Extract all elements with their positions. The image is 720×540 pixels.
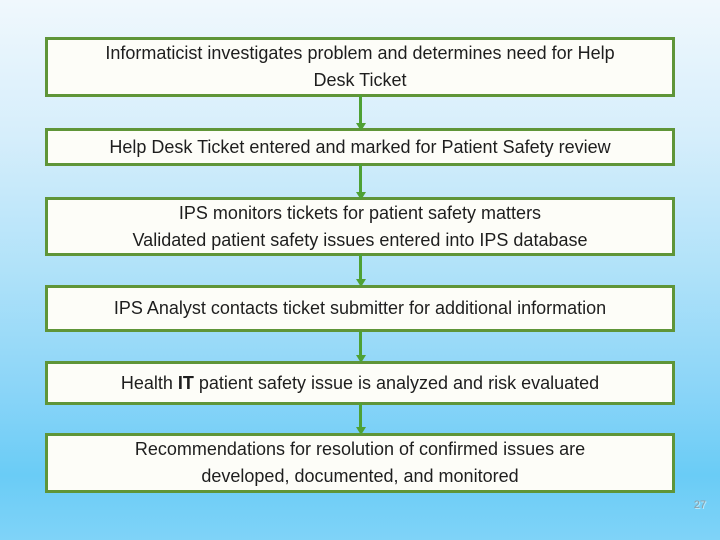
flow-step-help-desk-ticket-entered: Help Desk Ticket entered and marked for …	[45, 128, 675, 166]
flow-step-text-line: Health IT patient safety issue is analyz…	[121, 370, 599, 397]
down-arrow-4	[355, 331, 366, 363]
flow-step-informaticist-investigates: Informaticist investigates problem and d…	[45, 37, 675, 97]
arrow-head-icon	[355, 192, 366, 200]
flow-step-text-segment-bold: IT	[177, 372, 194, 393]
flow-step-text-line: IPS monitors tickets for patient safety …	[178, 202, 542, 223]
flow-step-recommendations-developed: Recommendations for resolution of confir…	[45, 433, 675, 493]
arrow-stem	[359, 95, 362, 123]
arrow-head-icon	[355, 279, 366, 287]
down-arrow-3	[355, 254, 366, 287]
flow-step-text-line: developed, documented, and monitored	[201, 466, 519, 486]
flow-step-text-line: Validated patient safety issues entered …	[132, 229, 588, 250]
arrow-head-icon	[355, 123, 366, 131]
arrow-stem	[359, 254, 362, 279]
arrow-stem	[359, 403, 362, 427]
down-arrow-2	[355, 164, 366, 200]
arrow-stem	[359, 331, 362, 355]
flow-step-text-segment: patient safety issue is analyzed and ris…	[193, 372, 600, 393]
arrow-head-icon	[355, 355, 366, 363]
page-number: 27	[693, 499, 706, 511]
flow-step-text-line: Help Desk Ticket entered and marked for …	[109, 136, 611, 157]
flow-step-issue-analyzed: Health IT patient safety issue is analyz…	[45, 361, 675, 405]
arrow-stem	[359, 164, 362, 192]
down-arrow-1	[355, 95, 366, 131]
flow-step-text-line: Desk Ticket	[313, 70, 407, 90]
flow-step-ips-analyst-contacts: IPS Analyst contacts ticket submitter fo…	[45, 285, 675, 332]
down-arrow-5	[355, 403, 366, 435]
flow-step-text-segment: Health	[120, 372, 178, 393]
flow-step-text-line: IPS Analyst contacts ticket submitter fo…	[113, 298, 607, 318]
arrow-head-icon	[355, 427, 366, 435]
flow-step-text-line: Informaticist investigates problem and d…	[105, 43, 615, 63]
flow-step-text-line: Recommendations for resolution of confir…	[134, 439, 586, 459]
flow-step-ips-monitors-tickets: IPS monitors tickets for patient safety …	[45, 197, 675, 256]
